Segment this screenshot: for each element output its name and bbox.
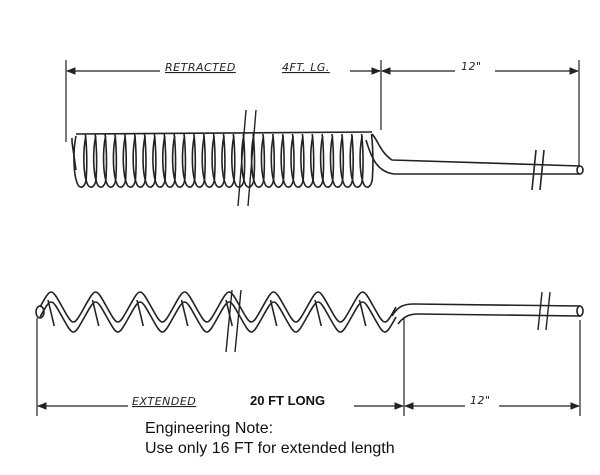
- coil-loop: [211, 133, 226, 188]
- coil-loop: [260, 133, 276, 188]
- coil-loop: [191, 133, 206, 188]
- coil-loop: [83, 133, 98, 188]
- extended-wave: [35, 291, 397, 333]
- engineering-note-text: Use only 16 FT for extended length: [145, 440, 395, 457]
- wave-strand-cross: [47, 299, 56, 327]
- coil-loop: [300, 133, 315, 188]
- extended-lead-wire: [391, 303, 584, 325]
- wave-end-cap: [35, 305, 45, 319]
- coil-loop: [309, 133, 325, 188]
- wave-strand-cross: [314, 299, 323, 327]
- retracted-coil: [71, 131, 374, 188]
- retracted-length-label: 4FT. LG.: [282, 61, 330, 74]
- retracted-lead-label: 12": [461, 60, 482, 73]
- coil-loop: [112, 133, 128, 188]
- coil-loop: [339, 133, 354, 188]
- coil-loop: [329, 133, 345, 188]
- extended-lead-label: 12": [470, 394, 491, 407]
- coil-loop: [280, 133, 295, 188]
- coil-loop: [270, 133, 285, 188]
- wave-upper-edge: [39, 291, 397, 323]
- coil-loop: [181, 133, 197, 188]
- coil-loop: [319, 133, 335, 188]
- coil-break-mark: [237, 109, 257, 207]
- coil-loop: [221, 133, 236, 188]
- coil-loop: [152, 133, 167, 188]
- retracted-lead-wire: [365, 133, 584, 191]
- wave-strand-cross: [180, 299, 189, 327]
- wave-strand-cross: [91, 299, 100, 327]
- coil-loop: [102, 133, 118, 188]
- wave-strand-cross: [269, 299, 278, 327]
- coil-loop: [161, 133, 177, 188]
- coil-loop: [122, 133, 137, 188]
- coil-loop: [132, 133, 147, 188]
- coil-loop: [359, 133, 374, 188]
- retracted-label: RETRACTED: [165, 61, 236, 74]
- coil-loop: [231, 133, 246, 188]
- coil-top-edge: [75, 131, 373, 135]
- wave-lower-edge: [39, 301, 397, 333]
- coil-loop: [201, 133, 216, 188]
- extended-length-label: 20 FT LONG: [250, 393, 325, 408]
- coil-loop: [92, 133, 108, 188]
- coil-loop: [349, 133, 364, 188]
- wave-strand-cross: [136, 299, 145, 327]
- wave-strand-cross: [358, 299, 367, 327]
- coil-loop: [73, 133, 88, 188]
- extended-label: EXTENDED: [132, 395, 196, 408]
- extended-break-marks: [225, 289, 551, 353]
- coil-loop: [171, 133, 187, 188]
- coil-loop: [142, 133, 157, 188]
- coil-loop: [290, 133, 305, 188]
- engineering-note-title: Engineering Note:: [145, 420, 274, 437]
